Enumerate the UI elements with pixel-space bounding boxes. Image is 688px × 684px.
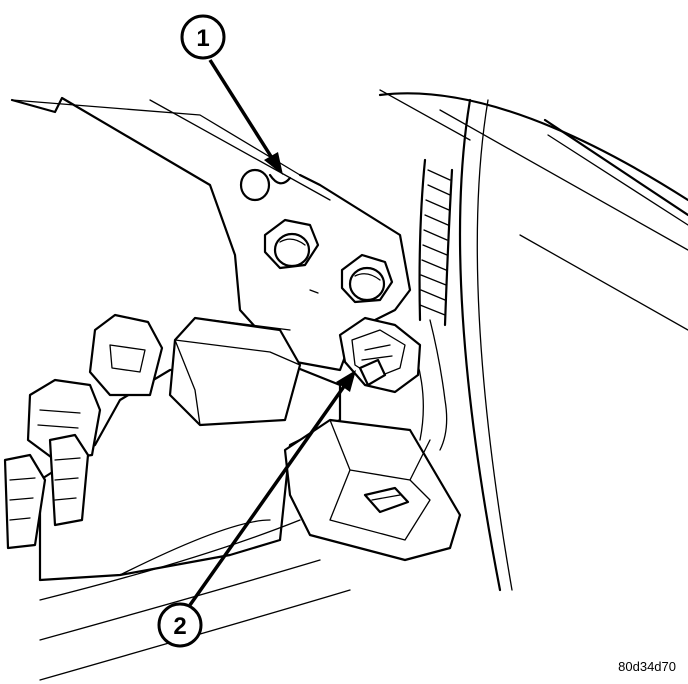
leader-line-1	[208, 59, 283, 175]
callout-2: 2	[157, 602, 203, 648]
callout-2-label: 2	[173, 613, 186, 640]
body-panel	[378, 89, 688, 592]
figure-id: 80d34d70	[618, 659, 676, 674]
mounting-bolt-upper	[263, 218, 320, 270]
relay-large	[168, 316, 302, 427]
leader-line-2	[188, 370, 356, 607]
power-distribution-center	[38, 363, 351, 681]
callout-1: 1	[180, 14, 226, 60]
relay-small	[26, 378, 102, 462]
connector-module	[283, 418, 462, 562]
callout-1-label: 1	[196, 25, 209, 52]
relay-medium	[88, 313, 164, 397]
electrical-connector	[338, 316, 422, 394]
wiring-harness	[409, 158, 454, 451]
mounting-bracket	[10, 96, 412, 372]
fuse-row	[3, 433, 90, 550]
mounting-bolt-lower	[340, 253, 394, 304]
